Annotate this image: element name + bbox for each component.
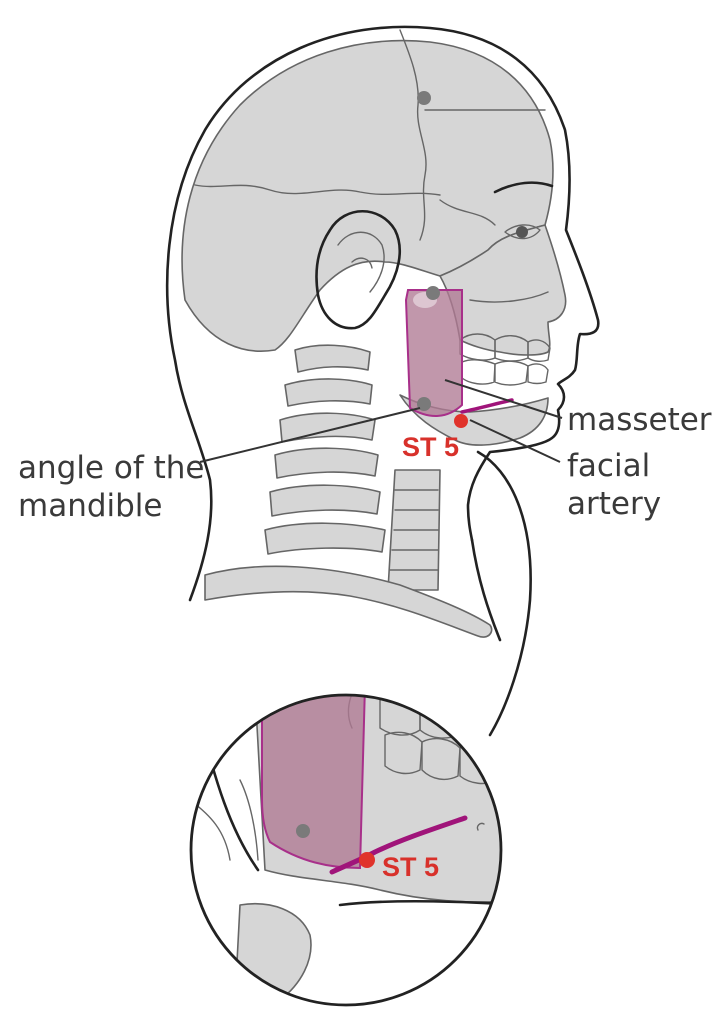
clavicle [204,565,493,638]
angle-label-line2: mandible [18,488,163,524]
head-silhouette [165,25,600,602]
facial-artery-label-line2: artery [567,486,661,522]
bone-landmark-dot [426,286,440,300]
bone-landmark-dot [417,91,431,105]
head-illustration: ST 5 [165,25,600,737]
acupoint-label-zoom: ST 5 [382,852,439,882]
facial-artery-zoom [329,815,468,875]
bone-landmark-dot [296,824,310,838]
acupoint-label-main: ST 5 [402,432,459,462]
teeth-main [459,333,551,386]
acupoint-marker [454,414,468,428]
zoom-connector [476,450,532,737]
trachea [387,469,441,591]
ear [315,209,402,330]
cervical-spine [264,344,386,555]
angle-label-line1: angle of the [18,450,204,486]
bone-landmark-dot [417,397,431,411]
masseter-muscle-zoom [261,695,367,870]
facial-artery-label-line1: facial [567,448,650,484]
acupoint-marker [359,852,375,868]
masseter-label: masseter [567,402,712,438]
zoom-callout-circle [191,695,501,1005]
facial-skeleton [439,224,567,356]
masseter-muscle [404,289,463,417]
zoom-callout-border [189,693,503,1007]
